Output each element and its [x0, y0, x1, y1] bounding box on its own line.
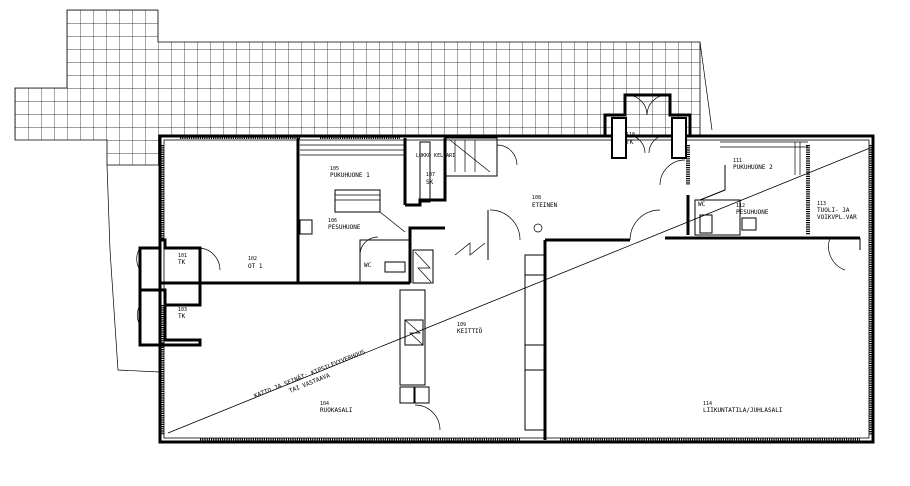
svg-text:RUOKASALI: RUOKASALI — [320, 407, 353, 414]
svg-text:SK: SK — [426, 179, 434, 186]
svg-text:PESUHUONE: PESUHUONE — [736, 209, 769, 216]
svg-text:106: 106 — [328, 218, 337, 224]
svg-text:TUOLI- JA: TUOLI- JA — [817, 207, 850, 214]
svg-text:105: 105 — [330, 166, 339, 172]
svg-text:PUKUHUONE 2: PUKUHUONE 2 — [733, 164, 773, 171]
svg-text:114: 114 — [703, 401, 712, 407]
svg-text:TK: TK — [626, 139, 634, 146]
svg-text:TK: TK — [178, 259, 186, 266]
svg-text:VOIKVPL.VAR: VOIKVPL.VAR — [817, 214, 857, 221]
exterior-walls — [136, 93, 875, 444]
svg-text:PUKUHUONE 1: PUKUHUONE 1 — [330, 172, 370, 179]
svg-text:104: 104 — [320, 401, 329, 407]
svg-text:109: 109 — [457, 322, 466, 328]
svg-text:KEITTIÖ: KEITTIÖ — [457, 328, 483, 335]
svg-text:101: 101 — [178, 253, 187, 259]
svg-text:ETEINEN: ETEINEN — [532, 202, 558, 209]
svg-text:103: 103 — [178, 307, 187, 313]
svg-text:PESUHUONE: PESUHUONE — [328, 224, 361, 231]
svg-text:113: 113 — [817, 201, 826, 207]
svg-text:102: 102 — [248, 256, 257, 262]
svg-text:107: 107 — [426, 172, 435, 178]
wc-label: WC — [698, 201, 706, 208]
svg-text:TK: TK — [178, 313, 186, 320]
svg-text:108: 108 — [532, 195, 541, 201]
svg-text:LIIKUNTATILA/JUHLASALI: LIIKUNTATILA/JUHLASALI — [703, 407, 783, 414]
wc-label: WC — [364, 262, 372, 269]
interior-walls — [160, 137, 861, 440]
svg-text:OT 1: OT 1 — [248, 263, 263, 270]
svg-text:111: 111 — [733, 158, 742, 164]
svg-text:110: 110 — [626, 132, 635, 138]
svg-text:112: 112 — [736, 203, 745, 209]
cellar-label: LUKKO KELLARI — [416, 153, 455, 159]
